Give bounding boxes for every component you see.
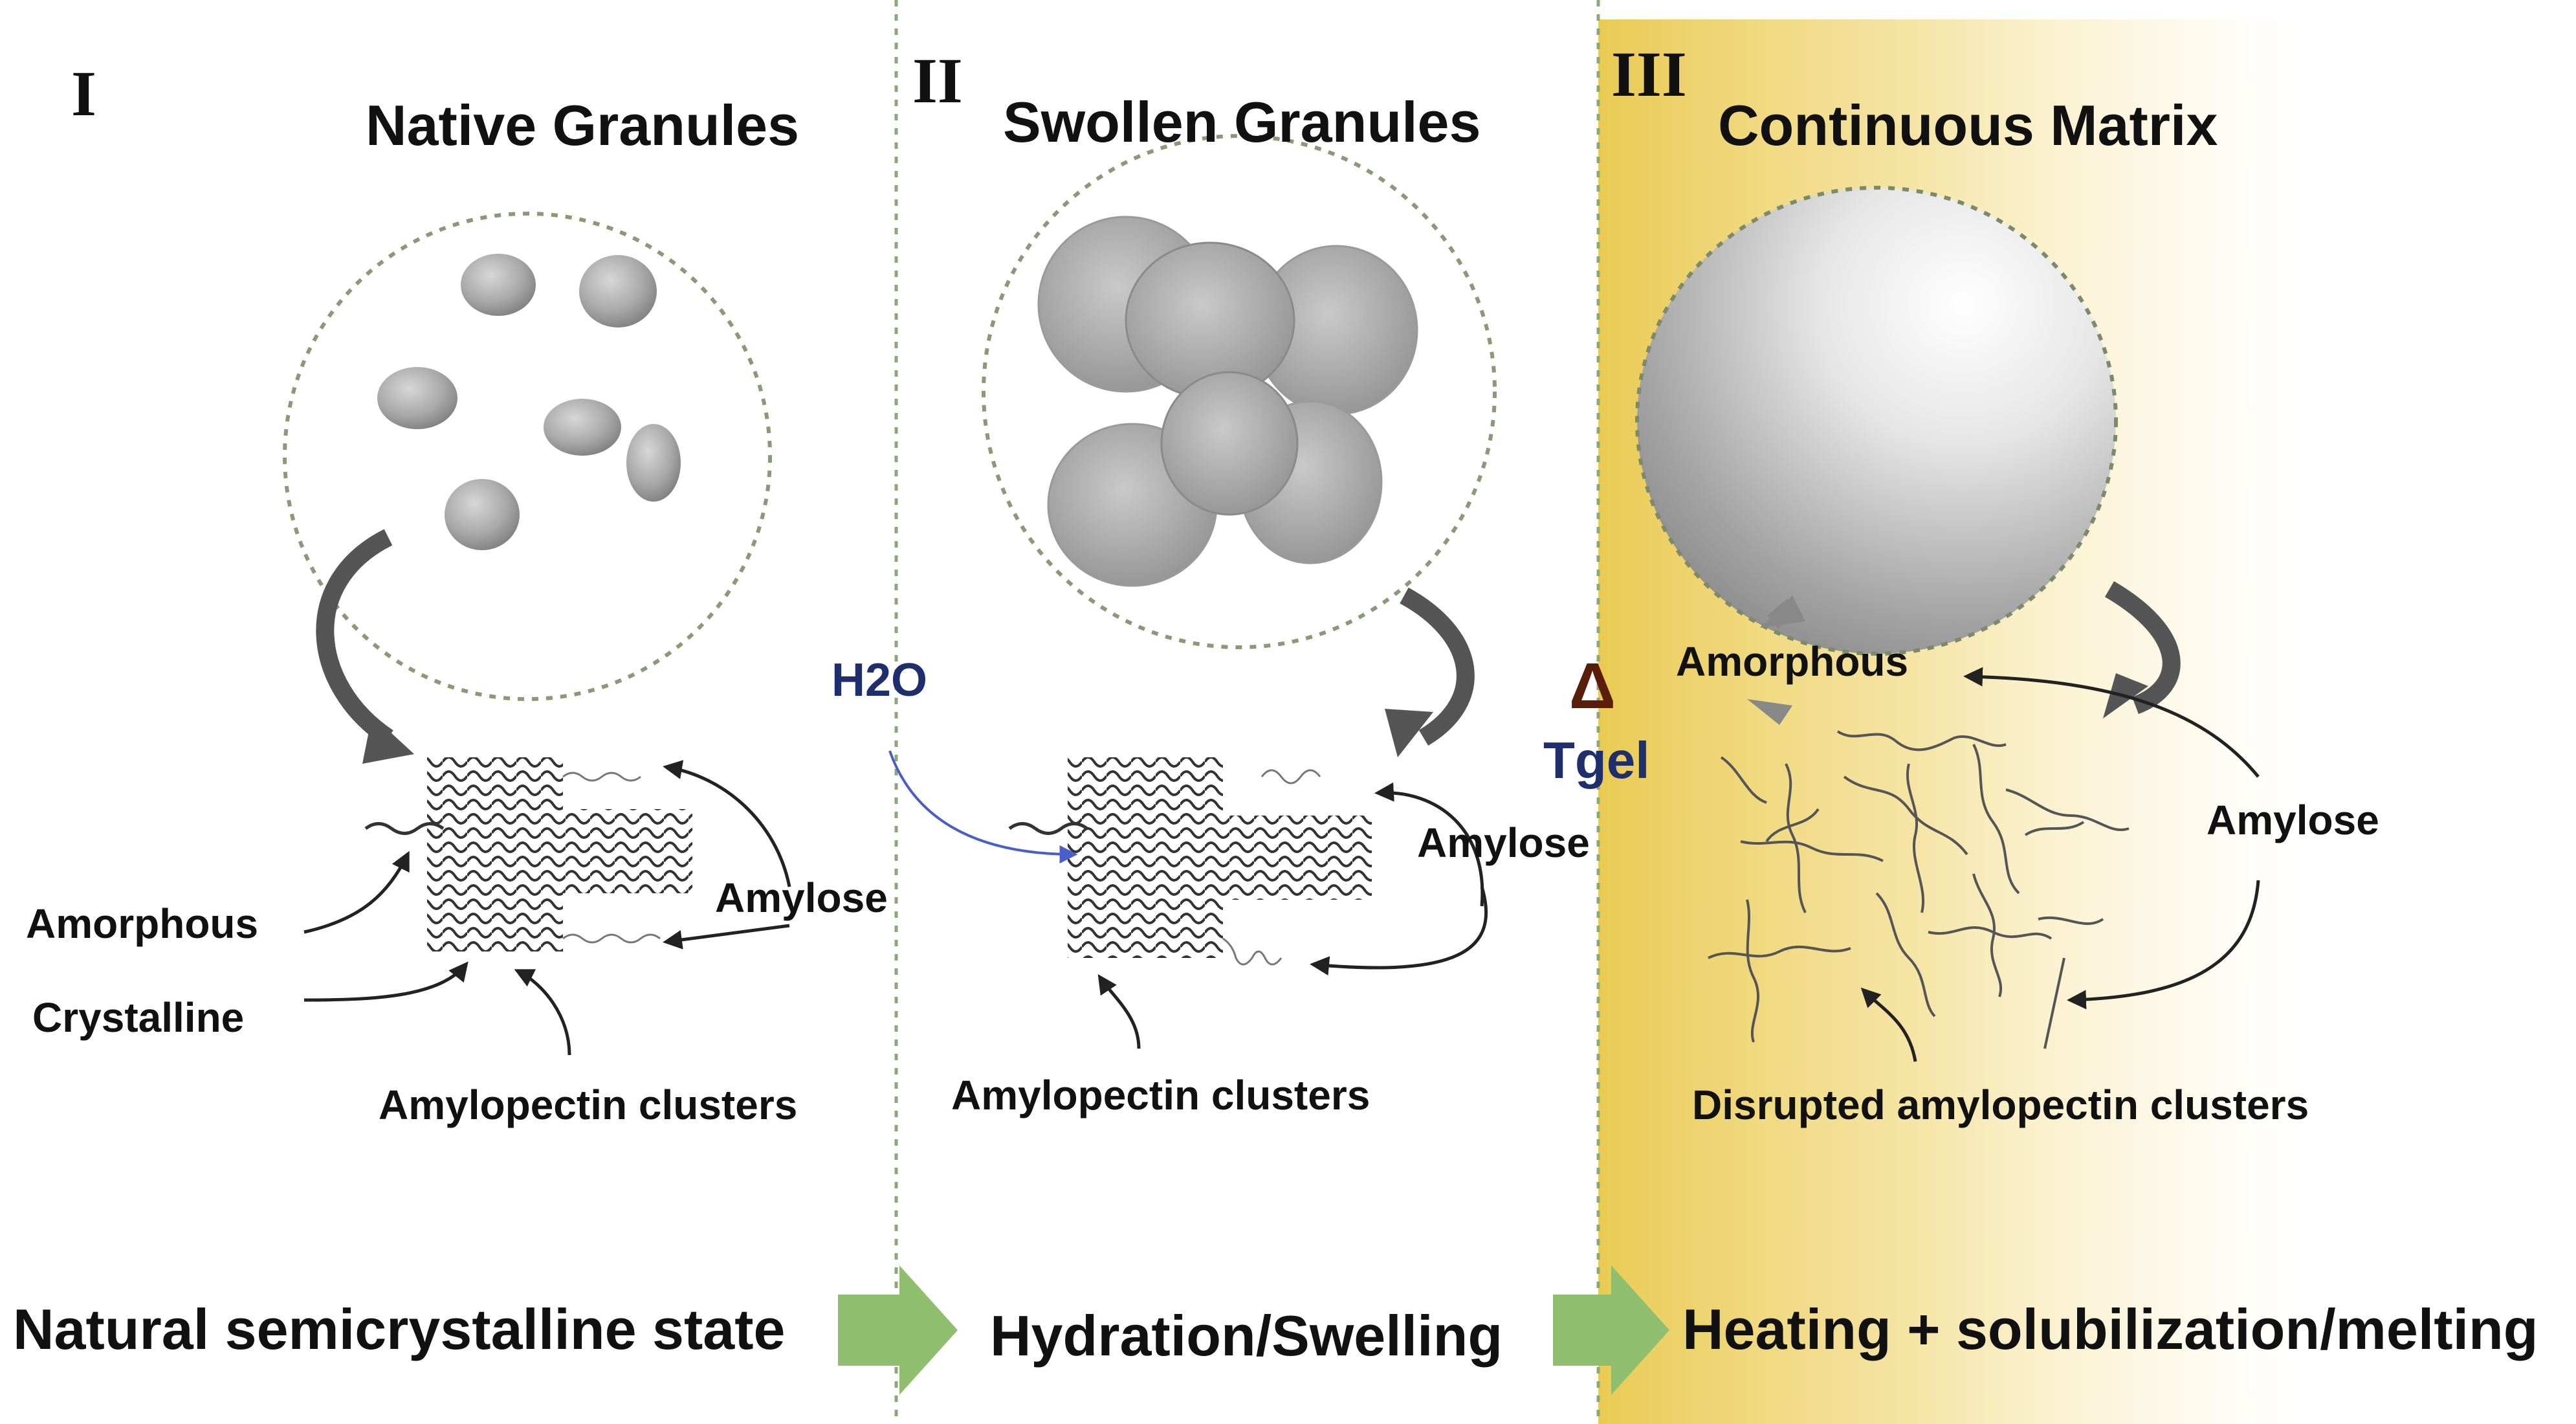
panel-3-curved-arrow [2104,581,2181,715]
stage-3-label: Heating + solubilization/melting [1682,1297,2538,1361]
panel-2-amylopectin-arrow [1097,974,1141,1049]
p1-crystalline-label: Crystalline [32,994,245,1041]
p3-amylose-label: Amylose [2207,797,2379,843]
panel-3-title: Continuous Matrix [1718,93,2218,157]
p3-amorphous-label: Amorphous [1676,638,1909,685]
p1-amylose-label: Amylose [715,874,888,921]
panel-1-cluster [364,757,692,951]
panel-3-amylose-arrow-top [1963,667,2260,778]
h2o-label: H2O [831,654,928,706]
stage-arrow-2 [1553,1265,1669,1395]
panel-1-granule-circle [283,212,772,701]
panel-1-amylose-arrow-bottom [663,924,790,950]
panel-3-disrupted-arrow [1860,987,1917,1062]
panel-2-amylose-arrow-top [1374,782,1484,907]
panel-3-roman: III [1611,38,1687,110]
panel-2-cluster [1008,757,1372,966]
panel-1-amorphous-arrow [303,851,410,934]
panel-2-granule-circle [982,134,1497,649]
panel-3-small-arrow-2 [1747,699,1792,725]
p3-disrupted-label: Disrupted amylopectin clusters [1692,1082,2309,1128]
stage-2-label: Hydration/Swelling [990,1304,1503,1368]
panel-3-amylose-arrow-bottom [2067,880,2260,1010]
panel-2-curved-arrow [1400,587,1475,746]
p1-amorphous-label: Amorphous [26,900,259,947]
panel-3-disrupted-chains [1708,730,2130,1049]
tgel-label: Tgel [1543,731,1650,789]
panel-1-title: Native Granules [366,93,800,157]
panel-1-crystalline-arrow [303,961,468,1002]
h2o-arrow [888,750,1078,863]
panel-2-amylose-arrow-bottom [1310,886,1488,976]
p2-amylopectin-label: Amylopectin clusters [951,1072,1371,1118]
panel-1-curved-arrow [316,529,393,746]
stage-1-label: Natural semicrystalline state [13,1297,786,1361]
panel-2-roman: II [912,45,963,117]
panel-1-amylose-arrow-top [663,760,791,887]
panel-1-amylopectin-arrow [514,969,571,1056]
panel-2-title: Swollen Granules [1003,90,1481,154]
p2-amylose-label: Amylose [1417,819,1590,866]
p1-amylopectin-label: Amylopectin clusters [379,1082,798,1128]
panel-3-matrix-sphere [1635,186,2118,656]
stage-arrow-1 [838,1265,958,1395]
panel-1-roman: I [71,58,96,129]
delta-symbol: Δ [1569,650,1616,722]
